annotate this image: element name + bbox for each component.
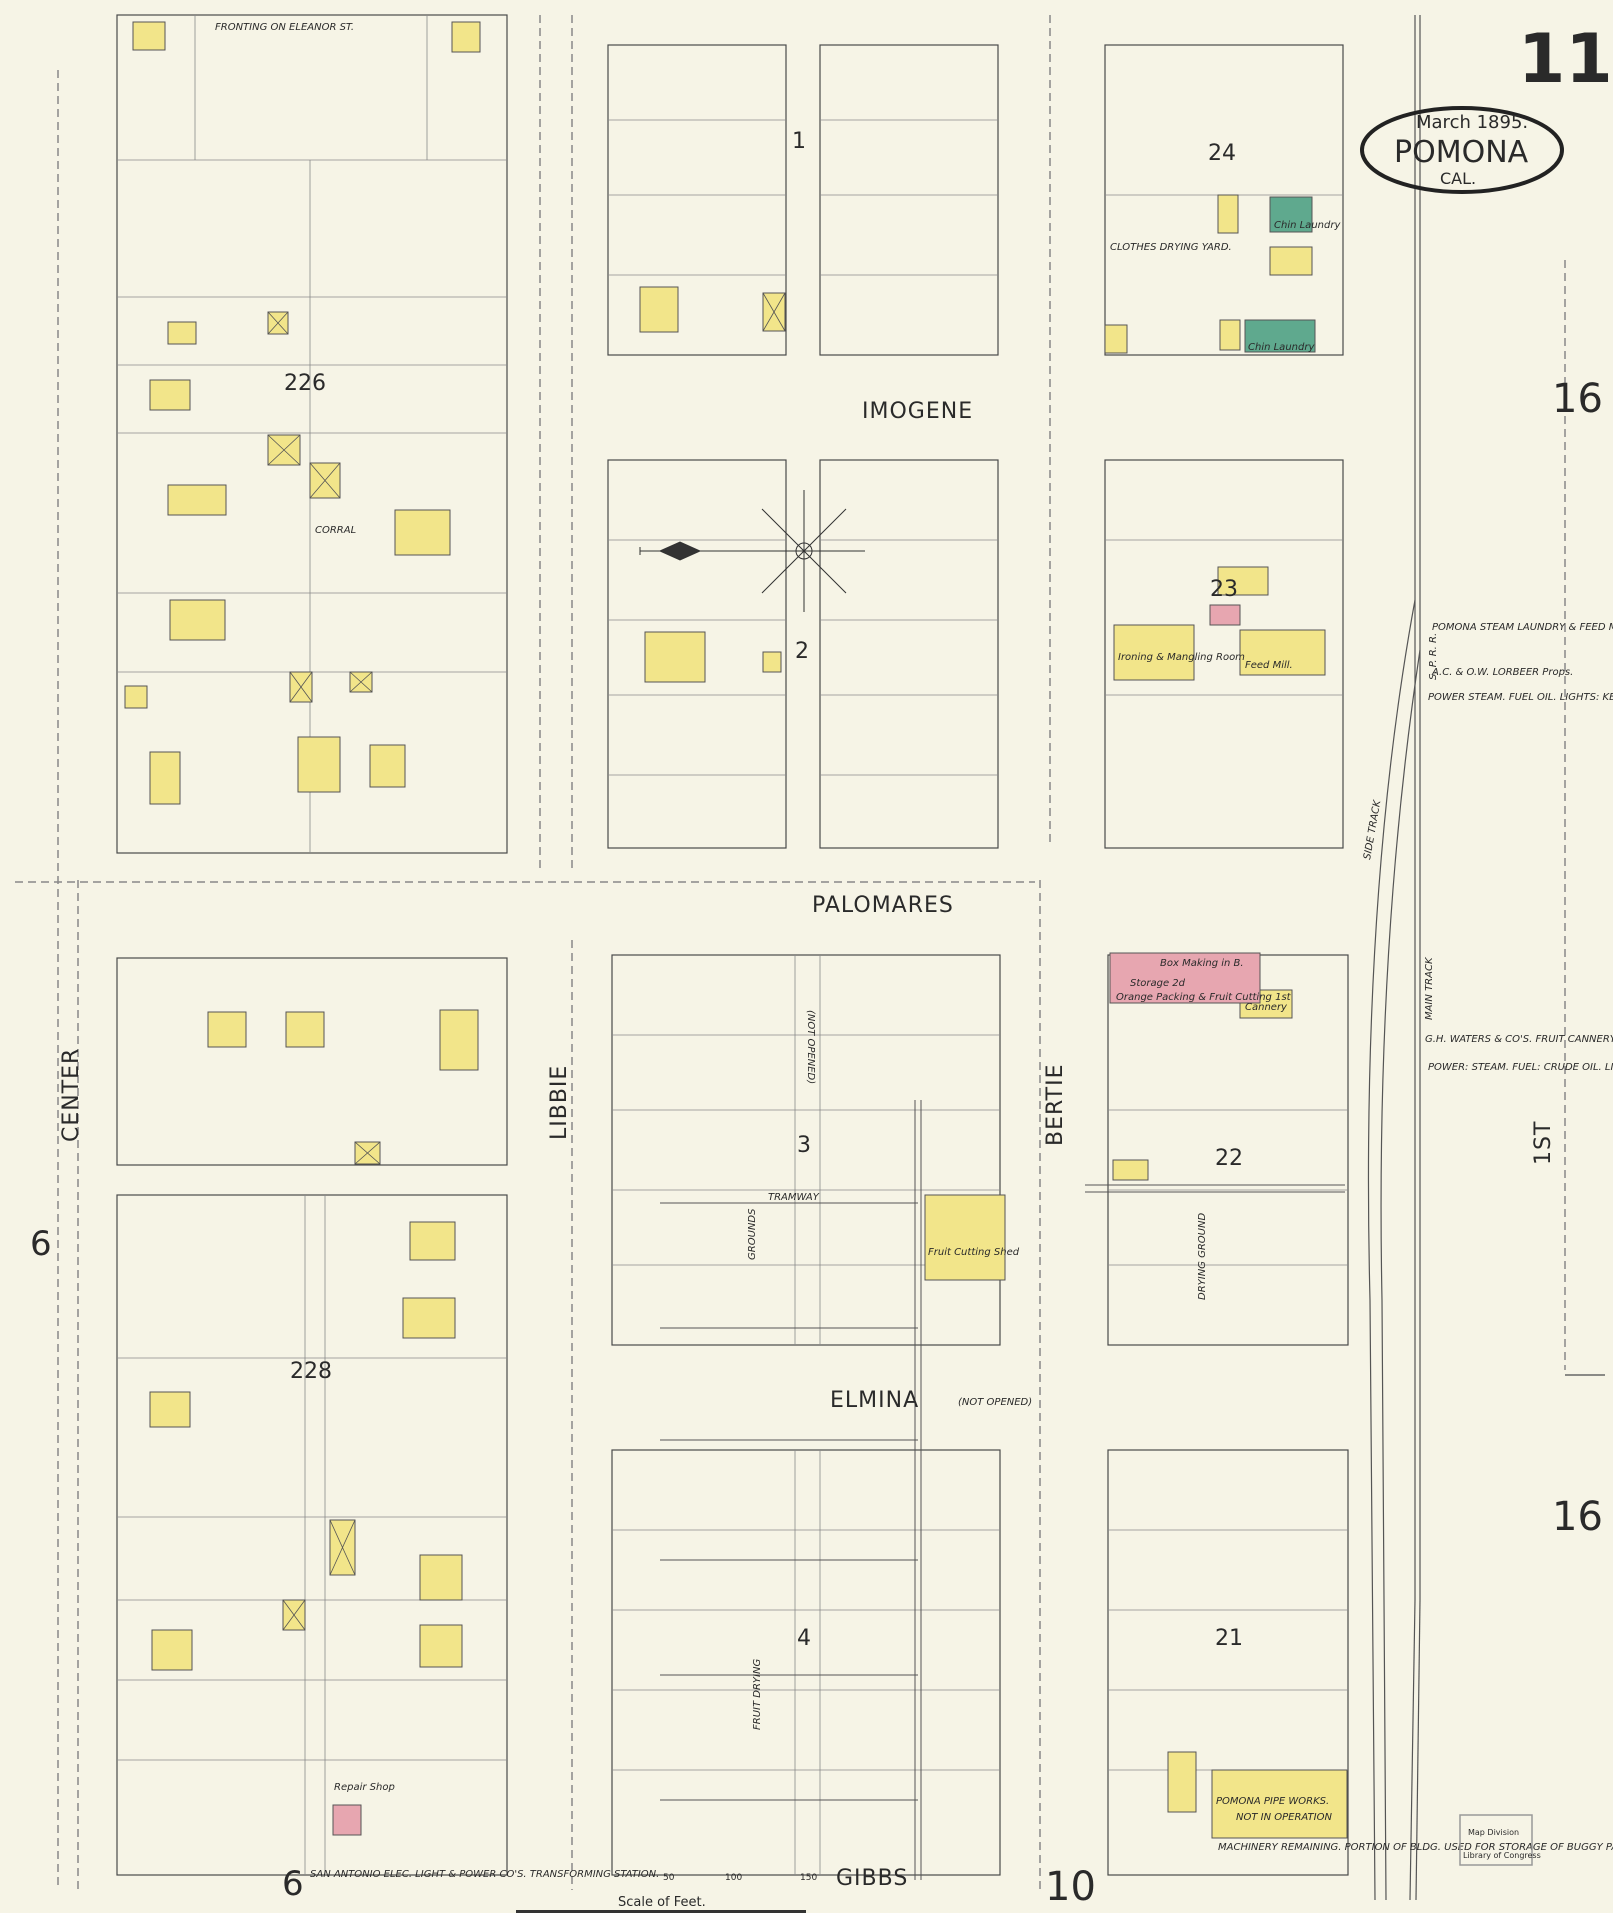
- label-drying-ground: DRYING GROUND: [1197, 1213, 1208, 1300]
- label-main-track: MAIN TRACK: [1424, 956, 1435, 1020]
- block-4: 4: [797, 1626, 811, 1651]
- title-oval: [1360, 106, 1564, 194]
- label-box-making: Box Making in B.: [1160, 958, 1244, 969]
- label-ironing: Ironing & Mangling Room: [1118, 652, 1245, 663]
- railroad: [1367, 15, 1421, 1901]
- block-2: 2: [795, 639, 809, 664]
- label-grounds: GROUNDS: [747, 1208, 758, 1260]
- street-first: 1ST: [1531, 1121, 1556, 1165]
- label-repair-shop: Repair Shop: [334, 1782, 395, 1793]
- scale-label: Scale of Feet.: [618, 1895, 706, 1910]
- adjacent-sheet-right-bottom: 16: [1552, 1494, 1603, 1540]
- label-pipe-works: POMONA PIPE WORKS.: [1216, 1796, 1329, 1807]
- block-226: 226: [284, 371, 326, 396]
- street-libbie: LIBBIE: [547, 1065, 572, 1140]
- stamp-line1: Map Division: [1468, 1828, 1519, 1837]
- scale-bar: Scale of Feet. 50 100 150: [516, 1873, 817, 1913]
- note-laundry-owner: A.C. & O.W. LORBEER Props.: [1431, 667, 1573, 678]
- note-laundry-text: POWER STEAM. FUEL OIL. LIGHTS: KEROSENE …: [1428, 692, 1613, 703]
- note-cannery-title: G.H. WATERS & CO'S. FRUIT CANNERY & PACK…: [1425, 1034, 1613, 1045]
- tramways: [660, 1100, 1345, 1880]
- label-chin-laundry: Chin Laundry: [1274, 220, 1341, 231]
- label-fruit-drying: FRUIT DRYING: [752, 1659, 763, 1730]
- note-machinery: MACHINERY REMAINING. PORTION OF BLDG. US…: [1218, 1842, 1613, 1853]
- label-tramway: TRAMWAY: [768, 1192, 820, 1203]
- label-not-opened: (NOT OPENED): [805, 1010, 816, 1084]
- adjacent-sheet-left-bottom: 6: [282, 1864, 304, 1904]
- street-lines: [15, 15, 1566, 1890]
- street-imogene: IMOGENE: [862, 399, 973, 424]
- city-name: POMONA: [1394, 135, 1529, 170]
- laundry-buildings: [1244, 196, 1316, 353]
- street-bertie: BERTIE: [1043, 1063, 1068, 1146]
- label-cannery: Cannery: [1245, 1002, 1288, 1013]
- street-palomares: PALOMARES: [812, 893, 954, 918]
- brick-buildings: [332, 604, 1261, 1836]
- label-fruit-shed: Fruit Cutting Shed: [928, 1247, 1020, 1258]
- label-corral: CORRAL: [315, 525, 356, 536]
- note-laundry-title: POMONA STEAM LAUNDRY & FEED MILL.: [1432, 622, 1613, 633]
- street-center: CENTER: [59, 1048, 84, 1142]
- block-3: 3: [797, 1133, 811, 1158]
- street-gibbs: GIBBS: [836, 1866, 908, 1891]
- label-clothes-drying: CLOTHES DRYING YARD.: [1110, 242, 1232, 253]
- stamp-line2: Library of Congress: [1463, 1851, 1541, 1860]
- scale-tick-100: 100: [725, 1873, 742, 1883]
- label-transforming: SAN ANTONIO ELEC. LIGHT & POWER CO'S. TR…: [310, 1869, 659, 1880]
- label-storage: Storage 2d: [1130, 978, 1186, 989]
- compass-rose: [639, 490, 865, 612]
- sheet-number: 11: [1518, 20, 1613, 99]
- adjacent-sheet-left: 6: [30, 1224, 52, 1264]
- block-22: 22: [1215, 1146, 1243, 1171]
- label-feed-mill: Feed Mill.: [1245, 660, 1293, 671]
- scale-tick-150: 150: [800, 1873, 817, 1883]
- lot-lines: [117, 15, 1348, 1875]
- label-chin-laundry-2: Chin Laundry: [1248, 342, 1315, 353]
- block-24: 24: [1208, 141, 1236, 166]
- sheet-date: March 1895.: [1416, 112, 1528, 133]
- block-21: 21: [1215, 1626, 1243, 1651]
- state-name: CAL.: [1440, 169, 1476, 188]
- label-orange-packing: Orange Packing & Fruit Cutting 1st: [1116, 992, 1292, 1003]
- street-eleanor-note: FRONTING ON ELEANOR ST.: [215, 22, 354, 33]
- shed-crosses: [267, 292, 786, 1631]
- street-elmina-note: (NOT OPENED): [958, 1397, 1032, 1408]
- label-sp-rr: S. P. R. R.: [1428, 633, 1439, 680]
- dwellings: [124, 21, 1348, 1839]
- adjacent-sheet-bottom: 10: [1045, 1864, 1096, 1910]
- note-cannery-text: POWER: STEAM. FUEL: CRUDE OIL. LIGHTS: L…: [1428, 1062, 1613, 1073]
- label-pipe-works-note: NOT IN OPERATION: [1236, 1812, 1332, 1823]
- scale-tick-50: 50: [663, 1873, 675, 1883]
- street-elmina: ELMINA: [830, 1388, 919, 1413]
- adjacent-sheet-right-top: 16: [1552, 376, 1603, 422]
- block-23: 23: [1210, 577, 1238, 602]
- library-stamp: Map Division Library of Congress: [1459, 1814, 1541, 1866]
- block-1: 1: [792, 129, 806, 154]
- block-228: 228: [290, 1359, 332, 1384]
